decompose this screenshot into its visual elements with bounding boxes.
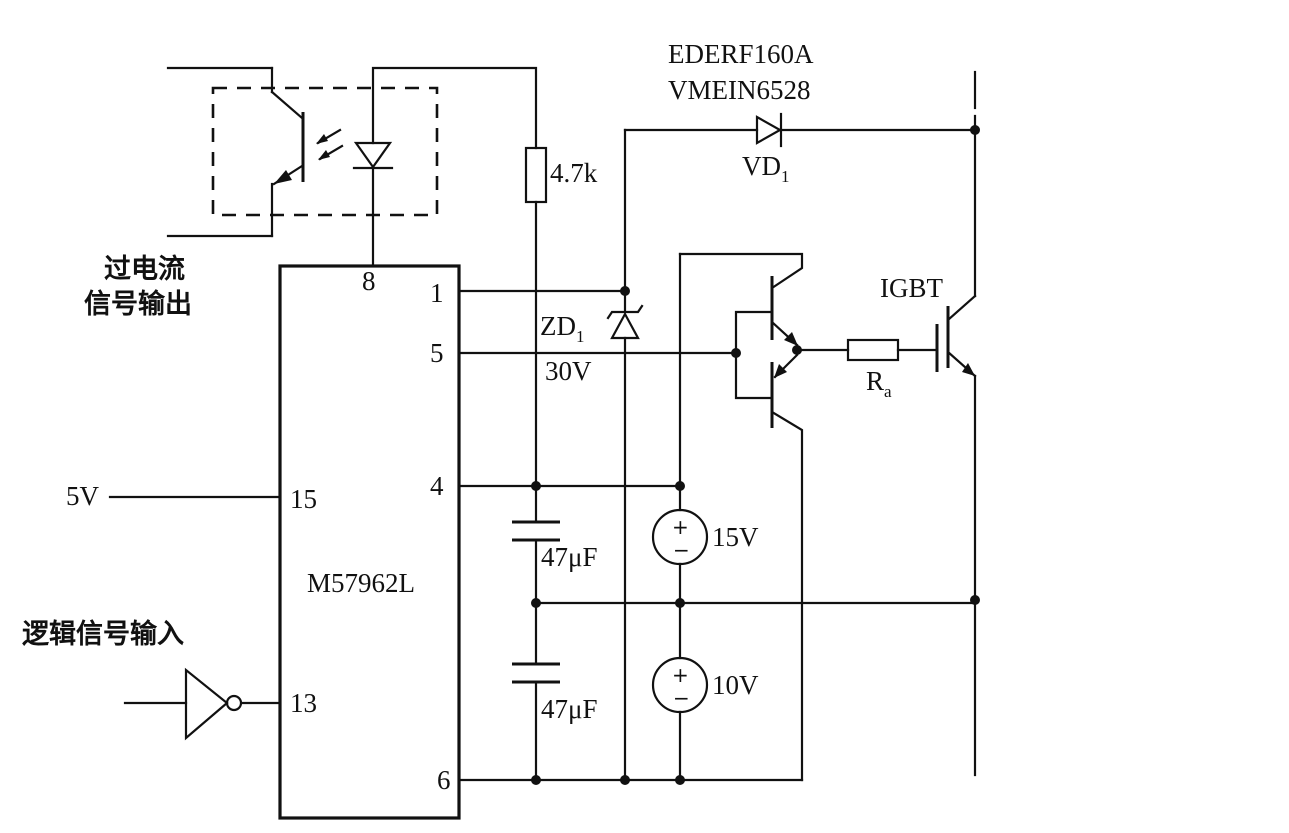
pin-4-label: 4 xyxy=(430,471,444,501)
logic-input-label: 逻辑信号输入 xyxy=(22,618,184,650)
npn-transistor xyxy=(770,276,799,347)
capacitor-bottom xyxy=(512,662,560,684)
inverter-gate xyxy=(184,667,243,741)
led-diode xyxy=(352,141,394,170)
zener-label: ZD1 xyxy=(540,311,585,346)
resistor-ra xyxy=(846,338,900,362)
source-15v xyxy=(651,508,709,566)
source-15v-minus-sign: − xyxy=(673,538,690,562)
pin-1-label: 1 xyxy=(430,278,444,308)
capacitor-top-label: 47μF xyxy=(541,542,598,572)
pnp-transistor xyxy=(770,353,799,428)
igbt-transistor xyxy=(935,294,977,378)
chip-name-label: M57962L xyxy=(307,568,415,598)
optocoupler xyxy=(166,66,439,238)
zener-voltage-label: 30V xyxy=(545,356,592,386)
capacitor-bottom-label: 47μF xyxy=(541,694,598,724)
light-arrows xyxy=(316,128,344,161)
source-10v-label: 10V xyxy=(712,670,759,700)
phototransistor xyxy=(166,66,305,238)
overcurrent-label-line2: 信号输出 xyxy=(84,288,192,320)
pin-5-label: 5 xyxy=(430,338,444,368)
overcurrent-label-line1: 过电流 xyxy=(104,254,185,285)
zener-diode xyxy=(606,304,644,340)
optocoupler-outline xyxy=(211,86,439,217)
pin-6-label: 6 xyxy=(437,765,451,795)
source-15v-label: 15V xyxy=(712,522,759,552)
m57962l-chip xyxy=(278,264,461,820)
source-10v-minus-sign: − xyxy=(673,686,690,710)
capacitor-top xyxy=(512,520,560,542)
source-15v-plus-sign: + xyxy=(672,515,689,539)
resistor-4-7k xyxy=(524,146,548,204)
igbt-label: IGBT xyxy=(880,273,943,303)
wiring xyxy=(108,66,977,782)
supply-5v-label: 5V xyxy=(66,481,100,511)
pin-15-label: 15 xyxy=(290,484,317,514)
diode-part-number-1: EDERF160A xyxy=(668,39,814,69)
resistor-value-label: 4.7k xyxy=(550,158,598,188)
resistor-ra-label: Ra xyxy=(866,366,892,401)
diode-part-number-2: VMEIN6528 xyxy=(668,75,811,105)
pin-13-label: 13 xyxy=(290,688,317,718)
junction-dots xyxy=(531,125,980,785)
source-10v-plus-sign: + xyxy=(672,663,689,687)
diode-vd1 xyxy=(755,112,783,148)
diode-vd1-label: VD1 xyxy=(742,151,790,186)
pin-8-label: 8 xyxy=(362,266,376,296)
source-10v xyxy=(651,656,709,714)
